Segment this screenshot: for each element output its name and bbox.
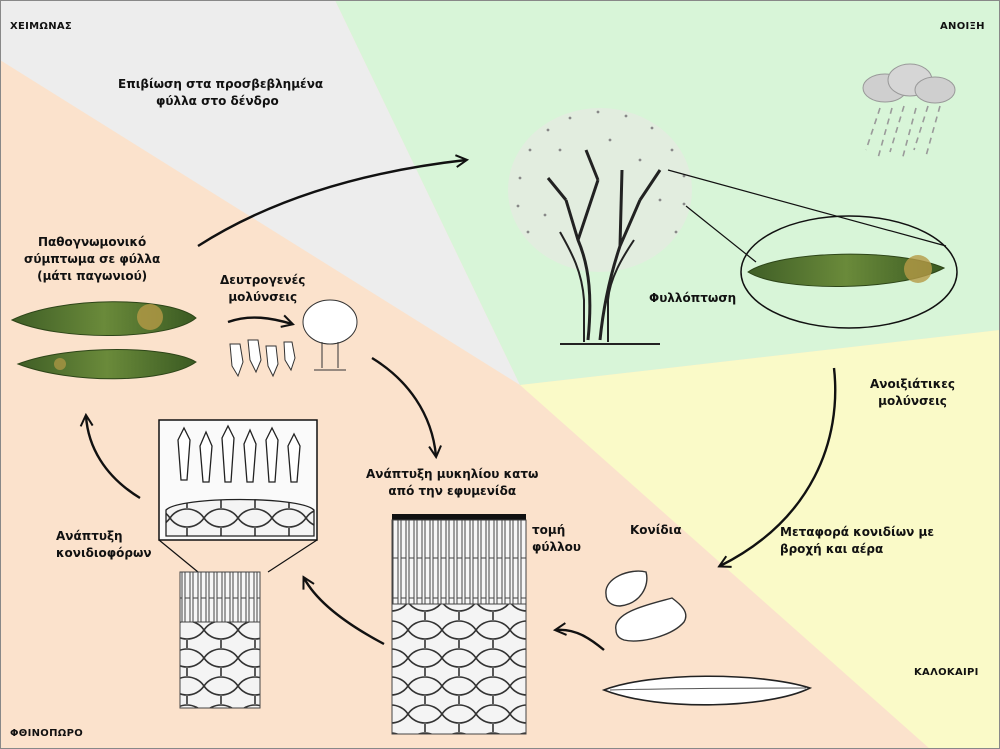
- label-spring-infections: Ανοιξιάτικες μολύνσεις: [870, 376, 955, 410]
- label-symptom-line1: Παθογνωμονικό: [24, 234, 160, 251]
- label-survival-line1: Επιβίωση στα προσβεβλημένα: [118, 76, 323, 93]
- label-transport-line2: βροχή και αέρα: [780, 541, 934, 558]
- label-secondary-line2: μολύνσεις: [220, 289, 305, 306]
- label-symptom-line2: σύμπτωμα σε φύλλα: [24, 251, 160, 268]
- label-conidiophores-line2: κονιδιοφόρων: [56, 545, 152, 562]
- label-transport: Μεταφορά κονιδίων με βροχή και αέρα: [780, 524, 934, 558]
- season-summer: ΚΑΛΟΚΑΙΡΙ: [914, 664, 979, 681]
- season-winter: ΧΕΙΜΩΝΑΣ: [10, 18, 72, 35]
- label-secondary: Δευτρογενές μολύνσεις: [220, 272, 305, 306]
- leaf-section-large: [392, 514, 526, 734]
- label-mycelium-line1: Ανάπτυξη μυκηλίου κατω: [366, 466, 538, 483]
- label-survival: Επιβίωση στα προσβεβλημένα φύλλα στο δέν…: [118, 76, 323, 110]
- label-secondary-line1: Δευτρογενές: [220, 272, 305, 289]
- label-leaf-section-line1: τομή: [532, 522, 581, 539]
- leaf-section-small: [180, 572, 260, 708]
- label-conidia: Κονίδια: [630, 522, 682, 539]
- season-spring: ΑΝΟΙΞΗ: [940, 18, 985, 35]
- label-conidiophores: Ανάπτυξη κονιδιοφόρων: [56, 528, 152, 562]
- label-spring-infections-line1: Ανοιξιάτικες: [870, 376, 955, 393]
- label-symptom-line3: (μάτι παγωνιού): [24, 268, 160, 285]
- label-transport-line1: Μεταφορά κονιδίων με: [780, 524, 934, 541]
- label-leaf-fall: Φυλλόπτωση: [649, 290, 736, 307]
- season-autumn: ΦΘΙΝΟΠΩΡΟ: [10, 725, 83, 742]
- label-conidiophores-line1: Ανάπτυξη: [56, 528, 152, 545]
- label-symptom: Παθογνωμονικό σύμπτωμα σε φύλλα (μάτι πα…: [24, 234, 160, 285]
- label-leaf-section-line2: φύλλου: [532, 539, 581, 556]
- label-mycelium-line2: από την εφυμενίδα: [366, 483, 538, 500]
- label-survival-line2: φύλλα στο δένδρο: [118, 93, 323, 110]
- label-spring-infections-line2: μολύνσεις: [870, 393, 955, 410]
- label-mycelium: Ανάπτυξη μυκηλίου κατω από την εφυμενίδα: [366, 466, 538, 500]
- label-leaf-section: τομή φύλλου: [532, 522, 581, 556]
